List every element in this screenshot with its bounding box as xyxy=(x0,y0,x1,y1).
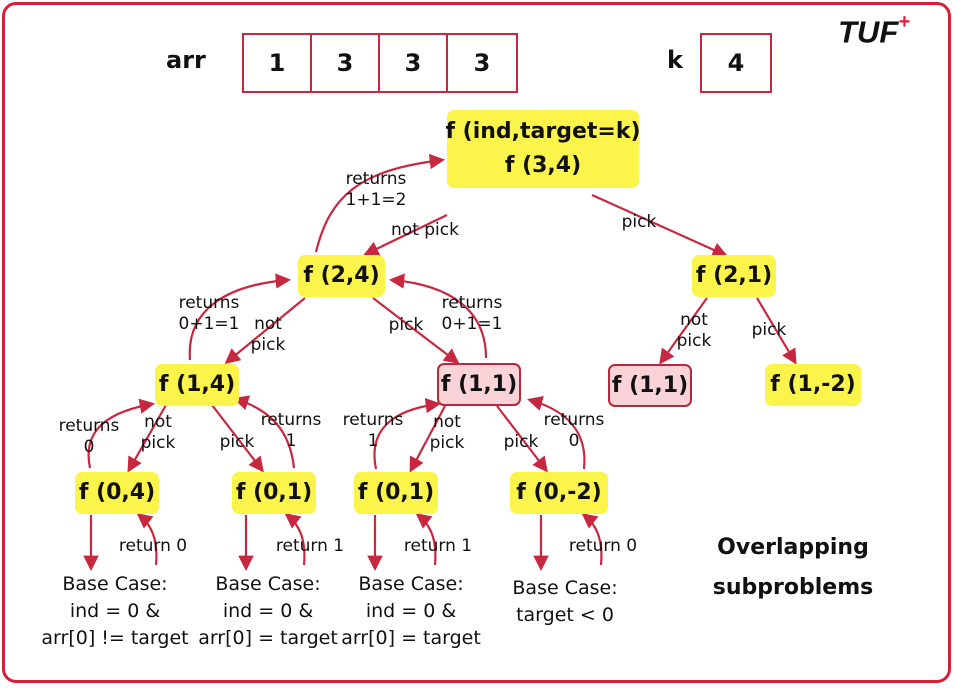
node-f-1-neg2: f (1,-2) xyxy=(765,364,861,406)
node-f-1-4: f (1,4) xyxy=(155,364,239,406)
return-base-04 xyxy=(136,513,158,566)
edge-21-pick xyxy=(756,297,797,365)
return-0m2-11 xyxy=(527,395,586,470)
edge-11-notpick xyxy=(409,405,446,473)
label-root-notpick: not pick xyxy=(391,220,459,240)
k-cell: 4 xyxy=(727,49,745,77)
label-return0-0m2: return 0 xyxy=(568,536,638,556)
tuf-logo: TUF+ xyxy=(838,11,910,50)
node-f-0-1-a: f (0,1) xyxy=(232,472,316,514)
node-root: f (ind,target=k) f (3,4) xyxy=(445,110,641,188)
node-f-0-4: f (0,4) xyxy=(75,472,159,514)
return-01b-11 xyxy=(373,397,442,470)
logo-text: TUF xyxy=(838,14,899,50)
base-case-eq-a: Base Case:ind = 0 &arr[0] = target xyxy=(198,573,338,649)
node-f-0-neg2: f (0,-2) xyxy=(510,472,608,514)
return-base-01b xyxy=(415,513,437,566)
edge-14-pick xyxy=(211,404,264,473)
arr-cell: 3 xyxy=(380,35,448,91)
base-case-neq: Base Case:ind = 0 &arr[0] != target xyxy=(41,573,189,649)
arr-cell: 3 xyxy=(473,49,491,77)
node-f-2-4: f (2,4) xyxy=(298,255,385,297)
arr-label: arr xyxy=(166,46,206,74)
base-case-neg: Base Case:target < 0 xyxy=(512,577,618,626)
arr-cell: 3 xyxy=(312,35,380,91)
node-root-line1: f (ind,target=k) xyxy=(445,119,641,144)
label-14-pick: pick xyxy=(219,432,255,452)
node-f-1-1-overlap-b: f (1,1) xyxy=(608,364,692,407)
k-box: 4 xyxy=(700,33,772,93)
k-label: k xyxy=(667,46,683,74)
label-return0-04: return 0 xyxy=(118,536,188,556)
node-f-2-1: f (2,1) xyxy=(692,255,776,297)
label-11-pick: pick xyxy=(503,432,539,452)
return-14-24 xyxy=(188,273,292,361)
label-24-pick: pick xyxy=(388,315,424,335)
return-24-root xyxy=(314,153,446,253)
label-root-pick: pick xyxy=(621,212,657,232)
logo-plus: + xyxy=(898,11,910,33)
node-f-1-1-overlap: f (1,1) xyxy=(437,363,521,406)
edge-24-notpick xyxy=(224,297,306,364)
edge-root-notpick xyxy=(363,214,448,256)
label-return1-01b: return 1 xyxy=(403,536,473,556)
return-04-14 xyxy=(87,398,156,469)
edge-14-notpick xyxy=(127,404,167,473)
edge-11-pick xyxy=(496,405,548,473)
base-case-eq-b: Base Case:ind = 0 &arr[0] = target xyxy=(341,573,481,649)
edge-24-pick xyxy=(372,297,460,364)
label-21-pick: pick xyxy=(751,320,787,340)
node-root-line2: f (3,4) xyxy=(504,153,582,178)
return-11-24 xyxy=(388,273,488,359)
arr-cell: 1 xyxy=(244,35,312,91)
edge-21-notpick xyxy=(659,297,708,365)
node-f-0-1-b: f (0,1) xyxy=(354,472,438,514)
edge-root-pick xyxy=(591,193,728,257)
return-base-0m2 xyxy=(581,513,603,566)
return-base-01a xyxy=(284,513,306,566)
return-01a-14 xyxy=(233,395,296,469)
arr-array: 1 3 3 3 xyxy=(242,33,518,93)
label-return1-01a: return 1 xyxy=(275,536,345,556)
